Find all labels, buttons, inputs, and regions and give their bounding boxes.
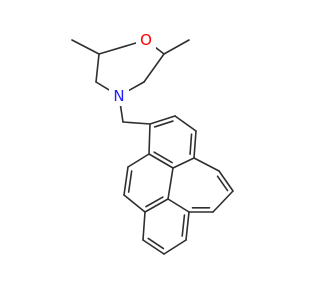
bond-n-ch2	[119, 103, 124, 123]
bond-f-a	[148, 123, 151, 155]
bond-k-l-double	[147, 237, 165, 250]
bond-a-b-double	[153, 120, 174, 128]
bond-m-nn-double	[181, 214, 186, 237]
bond-e-f-double	[153, 151, 173, 164]
bond-c6-c5	[143, 53, 165, 83]
bond-q-r	[212, 190, 234, 213]
nitrogen-atom-label: N	[113, 87, 124, 105]
bond-i-k	[142, 211, 146, 241]
bond-nn-j	[167, 198, 190, 213]
structure-drawing: O N	[71, 30, 234, 255]
bond-h-i	[123, 194, 146, 213]
bond-c3-c2	[95, 53, 100, 83]
bond-ch2-a	[122, 121, 151, 125]
bond-j-e	[167, 167, 174, 200]
bond-m-nn	[185, 211, 190, 241]
bond-k-l	[142, 239, 165, 255]
bond-e-f	[148, 153, 174, 169]
bond-f-g	[127, 153, 150, 168]
bond-c2-o	[98, 41, 140, 55]
bond-g-h-double	[127, 170, 133, 193]
bond-pp-q	[218, 170, 234, 192]
nitrogen-atom-mask	[109, 86, 129, 106]
oxygen-atom-mask	[136, 30, 156, 50]
bond-pp-q-double	[216, 175, 229, 192]
atom-label-layer: O N	[109, 30, 156, 106]
bond-c6-cm2	[163, 39, 190, 55]
bond-d-e	[172, 157, 195, 169]
bond-c-d-double	[189, 133, 193, 155]
oxygen-atom-label: O	[140, 31, 152, 49]
bond-g-h	[123, 166, 129, 196]
bond-b-c	[174, 115, 197, 132]
bond-cm1-c2	[71, 39, 100, 55]
bond-i-j-double	[145, 196, 164, 208]
bond-a-b	[149, 115, 176, 125]
molecule-diagram: O N	[71, 30, 234, 255]
bond-c-d	[193, 130, 197, 159]
bond-i-j	[144, 198, 169, 213]
bond-l-m	[163, 239, 187, 255]
bond-d-pp	[193, 157, 220, 172]
